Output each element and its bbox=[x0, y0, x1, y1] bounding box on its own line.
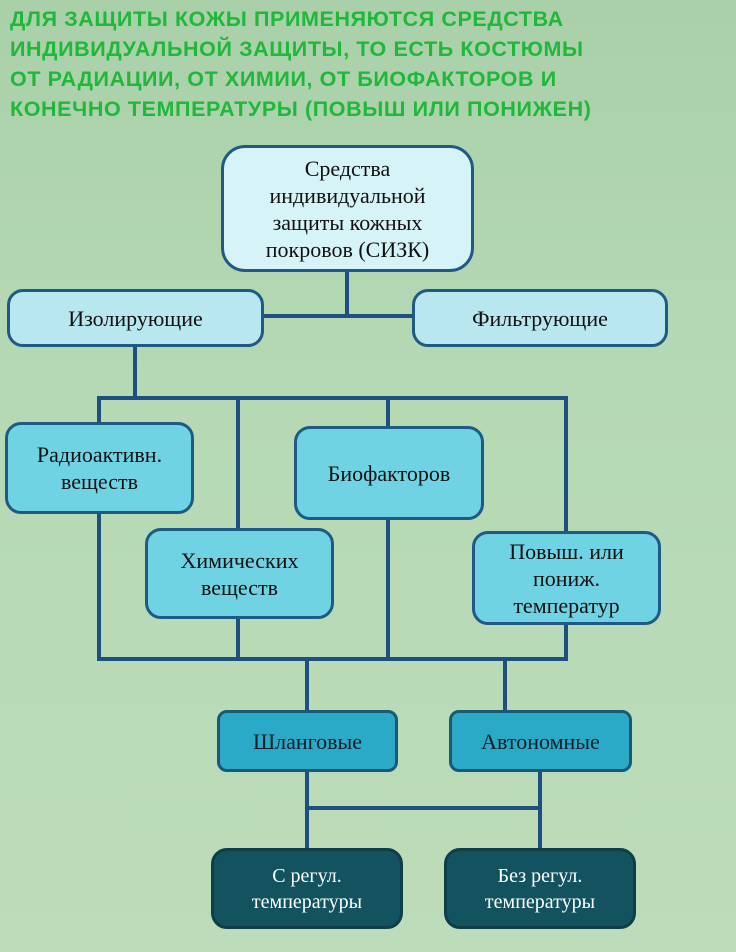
with-regulation-line-2: температуры bbox=[251, 890, 363, 913]
temperature-line-3: температур bbox=[513, 592, 620, 618]
isolating-node: Изолирующие bbox=[7, 289, 264, 347]
chemical-node: Химических веществ bbox=[145, 528, 334, 619]
heading-line-4: КОНЕЧНО ТЕМПЕРАТУРЫ (ПОВЫШ ИЛИ ПОНИЖЕН) bbox=[10, 97, 592, 121]
filtering-label: Фильтрующие bbox=[472, 305, 608, 331]
temperature-line-1: Повыш. или bbox=[509, 538, 624, 564]
root-line-3: защиты кожных bbox=[272, 209, 423, 235]
with-regulation-node: С регул. температуры bbox=[211, 848, 403, 929]
without-regulation-line-2: температуры bbox=[484, 890, 596, 913]
autonomous-label: Автономные bbox=[481, 728, 600, 754]
temperature-line-2: пониж. bbox=[532, 565, 601, 591]
hose-label: Шланговые bbox=[252, 728, 363, 754]
without-regulation-node: Без регул. температуры bbox=[444, 848, 636, 929]
heading-line-1: ДЛЯ ЗАЩИТЫ КОЖЫ ПРИМЕНЯЮТСЯ СРЕДСТВА bbox=[10, 7, 564, 31]
chemical-line-2: веществ bbox=[200, 574, 279, 600]
root-node: Средства индивидуальной защиты кожных по… bbox=[221, 145, 474, 272]
radioactive-node: Радиоактивн. веществ bbox=[5, 422, 194, 514]
autonomous-node: Автономные bbox=[449, 710, 632, 772]
isolating-label: Изолирующие bbox=[68, 305, 203, 331]
root-line-1: Средства bbox=[304, 155, 391, 181]
biofactors-node: Биофакторов bbox=[294, 426, 484, 520]
without-regulation-line-1: Без регул. bbox=[497, 864, 583, 887]
chemical-line-1: Химических bbox=[180, 547, 299, 573]
hose-node: Шланговые bbox=[217, 710, 398, 772]
heading-line-2: ИНДИВИДУАЛЬНОЙ ЗАЩИТЫ, ТО ЕСТЬ КОСТЮМЫ bbox=[10, 37, 584, 61]
filtering-node: Фильтрующие bbox=[412, 289, 668, 347]
with-regulation-line-1: С регул. bbox=[272, 864, 342, 887]
biofactors-label: Биофакторов bbox=[327, 460, 451, 486]
radioactive-line-1: Радиоактивн. bbox=[36, 442, 163, 467]
temperature-node: Повыш. или пониж. температур bbox=[472, 531, 661, 625]
diagram-heading: ДЛЯ ЗАЩИТЫ КОЖЫ ПРИМЕНЯЮТСЯ СРЕДСТВА ИНД… bbox=[10, 4, 730, 124]
heading-line-3: ОТ РАДИАЦИИ, ОТ ХИМИИ, ОТ БИОФАКТОРОВ И bbox=[10, 67, 557, 91]
root-line-4: покровов (СИЗК) bbox=[265, 236, 430, 262]
radioactive-line-2: веществ bbox=[60, 469, 139, 494]
root-line-2: индивидуальной bbox=[269, 182, 426, 208]
